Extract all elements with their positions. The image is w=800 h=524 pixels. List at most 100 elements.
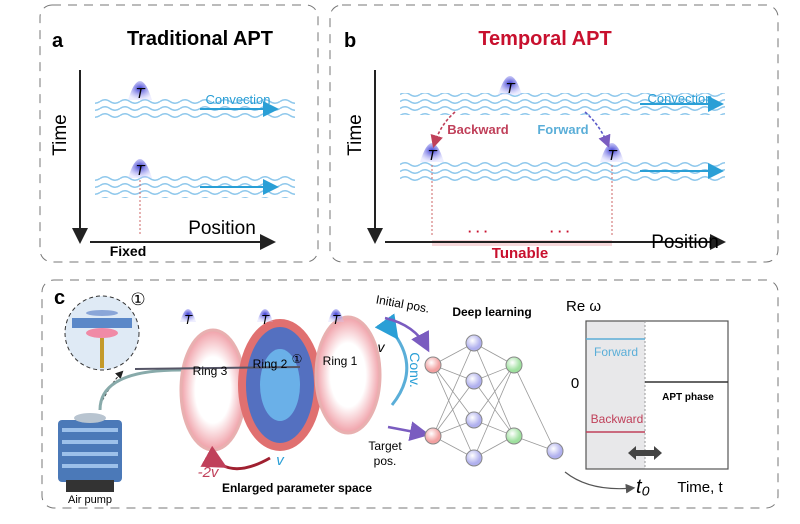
panel-label-c: c	[54, 287, 65, 309]
initial-pos-label: Initial pos.	[375, 292, 431, 315]
nn-node	[505, 427, 523, 445]
v-label: v	[276, 452, 285, 469]
tunable-dots: · · ·	[550, 224, 570, 239]
temperature-mark: T	[261, 312, 270, 327]
panel-b-title: Temporal APT	[478, 28, 611, 50]
pump-link-arrow	[99, 370, 124, 406]
temperature-mark: T	[505, 80, 516, 97]
conv-label: Conv.	[407, 352, 423, 388]
ring-1	[314, 315, 382, 435]
forward-label: Forward	[537, 122, 588, 137]
convection-label: Convection	[205, 92, 270, 107]
convection-band	[400, 93, 725, 115]
panel-a-border	[39, 4, 319, 263]
nn-node	[465, 372, 483, 390]
enlarged-parameter-space-label: Enlarged parameter space	[222, 481, 372, 495]
pre-t0-region	[586, 321, 645, 469]
inset-pin	[100, 338, 104, 368]
position-axis-label: Position	[651, 232, 719, 253]
nn-node	[505, 356, 523, 374]
minus-2v-label: -2v	[198, 464, 220, 481]
backward-label: Backward	[447, 122, 508, 137]
temperature-mark: T	[135, 85, 146, 102]
time-axis-label: Time	[345, 114, 366, 156]
nn-node	[424, 427, 442, 445]
inset-heater	[86, 328, 118, 338]
ring-3	[179, 328, 247, 452]
nn-node	[546, 442, 564, 460]
temperature-mark: T	[135, 162, 146, 179]
target-pos-label: Target	[368, 439, 402, 453]
nn-connection	[432, 364, 475, 421]
ring-label: Ring 3	[193, 364, 228, 378]
minus-2v-arrow	[200, 445, 271, 471]
fixed-label: Fixed	[110, 243, 147, 259]
panel-c: c ① Air pump Ring 3 Ring 2 Ring 1 ① T T	[41, 279, 779, 509]
temperature-bump-icon	[257, 309, 273, 322]
inset-plate	[72, 318, 132, 328]
panel-b-border	[329, 4, 779, 263]
panel-c-border	[41, 279, 779, 509]
velocity-label: v	[378, 339, 386, 355]
initial-pos-arrow	[384, 316, 430, 353]
nn-node	[465, 411, 483, 429]
nn-connection	[473, 342, 515, 437]
nn-connection	[473, 380, 515, 437]
apt-phase-label: APT phase	[662, 392, 714, 403]
neural-network	[424, 334, 564, 467]
nn-connection	[432, 364, 475, 459]
output-arrow	[564, 471, 636, 494]
backward-arrow	[430, 111, 456, 149]
temperature-bump-icon	[128, 159, 152, 178]
air-tube	[98, 368, 300, 411]
inset-disk	[86, 310, 118, 316]
panel-b: b Temporal APT Convection T T T Backward…	[329, 4, 779, 263]
nn-connection	[432, 380, 475, 437]
deep-learning-label: Deep learning	[452, 305, 531, 319]
position-axis-label: Position	[188, 218, 256, 239]
ring-label: Ring 1	[323, 354, 358, 368]
nn-node	[424, 356, 442, 374]
inset-marker: ①	[130, 290, 145, 309]
temperature-bump-icon	[128, 81, 152, 100]
temperature-mark: T	[427, 147, 438, 164]
nn-node	[465, 449, 483, 467]
temperature-mark: T	[332, 312, 341, 327]
nn-connection	[513, 364, 556, 452]
conv-arrow	[374, 313, 409, 406]
time-axis-label: Time	[50, 114, 71, 156]
temperature-mark: T	[607, 147, 618, 164]
forward-plot-label: Forward	[594, 345, 638, 359]
temperature-bump-icon	[498, 76, 522, 95]
plot-frame	[585, 320, 729, 470]
tunable-dots: · · ·	[468, 224, 488, 239]
convection-band	[400, 160, 725, 182]
nn-connection	[473, 364, 515, 421]
temperature-mark: T	[184, 312, 193, 327]
air-pump-label: Air pump	[68, 494, 112, 506]
panel-label-b: b	[344, 30, 356, 52]
nn-connection	[432, 342, 475, 437]
t0-label: t₀	[636, 476, 650, 498]
zero-tick: 0	[571, 375, 579, 392]
panel-a-title: Traditional APT	[127, 28, 273, 50]
convection-label: Convection	[647, 91, 712, 106]
nn-node	[465, 334, 483, 352]
plot-xlabel: Time, t	[677, 479, 723, 496]
backward-plot-label: Backward	[591, 412, 644, 426]
nn-connection	[473, 364, 515, 459]
panel-label-a: a	[52, 30, 64, 52]
panel-a: a Traditional APT Convection T T Time Po…	[39, 4, 319, 263]
convection-band	[95, 176, 295, 198]
tunable-label: Tunable	[492, 245, 548, 262]
target-pos-arrow	[387, 421, 430, 442]
plot-ylabel: Re ω	[566, 298, 601, 315]
ring-shaft	[134, 366, 301, 370]
temperature-bump-icon	[180, 309, 196, 322]
double-arrow-icon	[628, 446, 662, 460]
target-pos-label: pos.	[374, 454, 397, 468]
ring2-marker: ①	[292, 352, 303, 366]
convection-band	[95, 98, 295, 120]
temperature-bump-icon	[328, 309, 344, 322]
